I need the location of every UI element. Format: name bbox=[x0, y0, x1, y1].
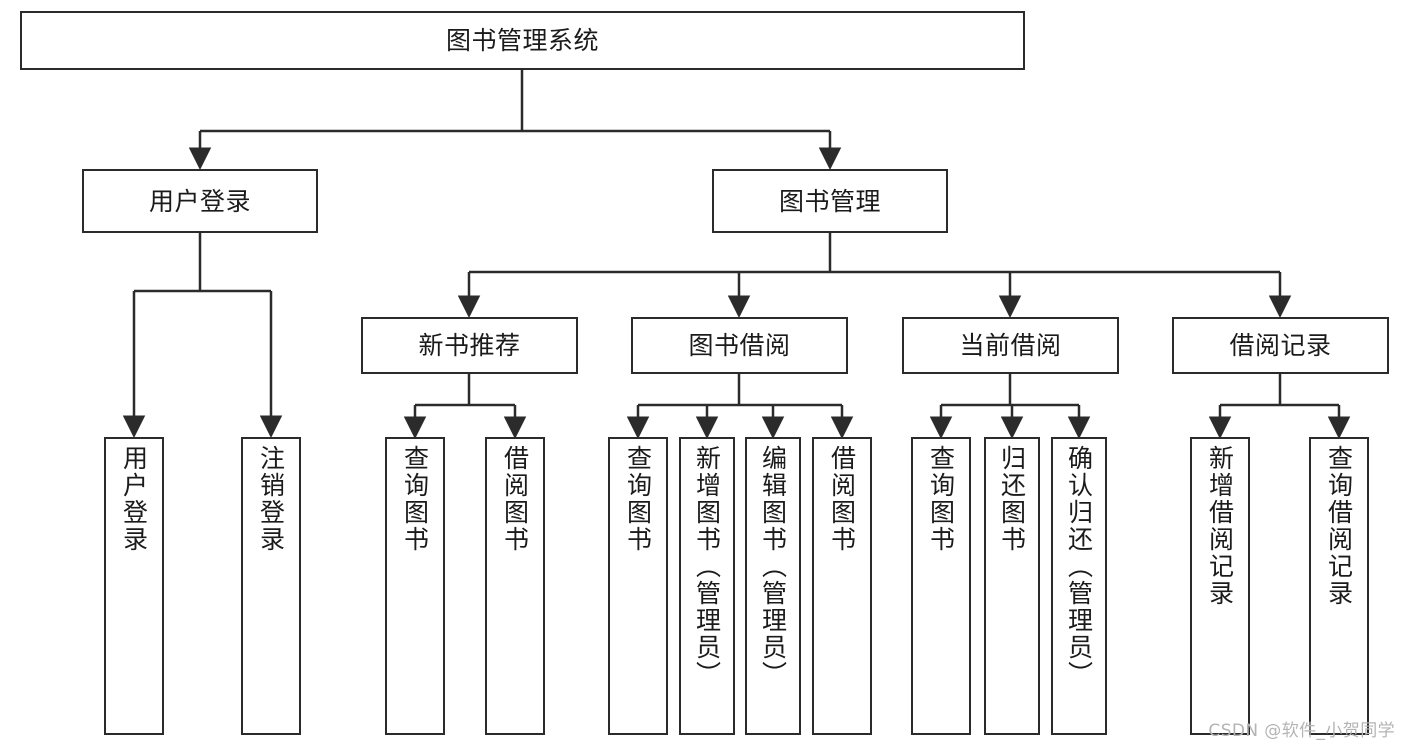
node-leaf-cur-return-label: 归还图书 bbox=[997, 445, 1027, 553]
node-current-borrow[interactable]: 当前借阅 bbox=[902, 317, 1119, 374]
csdn-watermark: CSDN @软件_小贺同学 bbox=[1208, 721, 1395, 741]
node-leaf-book-add[interactable]: 新增图书（管理员） bbox=[679, 437, 735, 735]
node-leaf-rec-borrow[interactable]: 借阅图书 bbox=[485, 437, 545, 735]
node-book-borrow[interactable]: 图书借阅 bbox=[631, 317, 848, 374]
node-new-book-rec-label: 新书推荐 bbox=[418, 331, 521, 360]
node-leaf-book-borrow[interactable]: 借阅图书 bbox=[812, 437, 872, 735]
node-user-login-label: 用户登录 bbox=[148, 186, 251, 216]
node-leaf-cur-query[interactable]: 查询图书 bbox=[911, 437, 971, 735]
node-leaf-book-borrow-label: 借阅图书 bbox=[827, 445, 857, 553]
node-root[interactable]: 图书管理系统 bbox=[20, 11, 1025, 70]
node-book-manage[interactable]: 图书管理 bbox=[712, 169, 948, 233]
node-leaf-borrow-query[interactable]: 查询图书 bbox=[608, 437, 668, 735]
node-leaf-rec-add-label: 新增借阅记录 bbox=[1205, 445, 1235, 607]
node-leaf-cur-query-label: 查询图书 bbox=[926, 445, 956, 553]
node-book-manage-label: 图书管理 bbox=[778, 186, 881, 216]
node-borrow-record[interactable]: 借阅记录 bbox=[1172, 317, 1389, 374]
node-leaf-rec-add[interactable]: 新增借阅记录 bbox=[1190, 437, 1250, 735]
node-root-label: 图书管理系统 bbox=[445, 26, 599, 55]
node-leaf-user-login[interactable]: 用户登录 bbox=[104, 437, 164, 735]
node-leaf-rec-borrow-label: 借阅图书 bbox=[500, 445, 530, 553]
node-leaf-rec-search-label: 查询借阅记录 bbox=[1324, 445, 1354, 607]
node-borrow-record-label: 借阅记录 bbox=[1229, 331, 1332, 360]
node-leaf-rec-search[interactable]: 查询借阅记录 bbox=[1309, 437, 1369, 735]
node-leaf-rec-query-label: 查询图书 bbox=[400, 445, 430, 553]
node-book-borrow-label: 图书借阅 bbox=[688, 331, 791, 360]
node-user-login[interactable]: 用户登录 bbox=[82, 169, 318, 233]
node-leaf-rec-query[interactable]: 查询图书 bbox=[385, 437, 445, 735]
node-leaf-user-logout[interactable]: 注销登录 bbox=[241, 437, 301, 735]
node-leaf-cur-confirm[interactable]: 确认归还（管理员） bbox=[1051, 437, 1107, 735]
node-leaf-user-logout-label: 注销登录 bbox=[256, 445, 286, 553]
node-leaf-user-login-label: 用户登录 bbox=[119, 445, 149, 553]
node-leaf-book-edit-label: 编辑图书（管理员） bbox=[758, 445, 788, 688]
node-leaf-cur-return[interactable]: 归还图书 bbox=[984, 437, 1040, 735]
node-leaf-book-edit[interactable]: 编辑图书（管理员） bbox=[745, 437, 801, 735]
node-new-book-rec[interactable]: 新书推荐 bbox=[361, 317, 578, 374]
node-leaf-cur-confirm-label: 确认归还（管理员） bbox=[1064, 445, 1094, 688]
node-leaf-borrow-query-label: 查询图书 bbox=[623, 445, 653, 553]
node-leaf-book-add-label: 新增图书（管理员） bbox=[692, 445, 722, 688]
node-current-borrow-label: 当前借阅 bbox=[959, 331, 1062, 360]
